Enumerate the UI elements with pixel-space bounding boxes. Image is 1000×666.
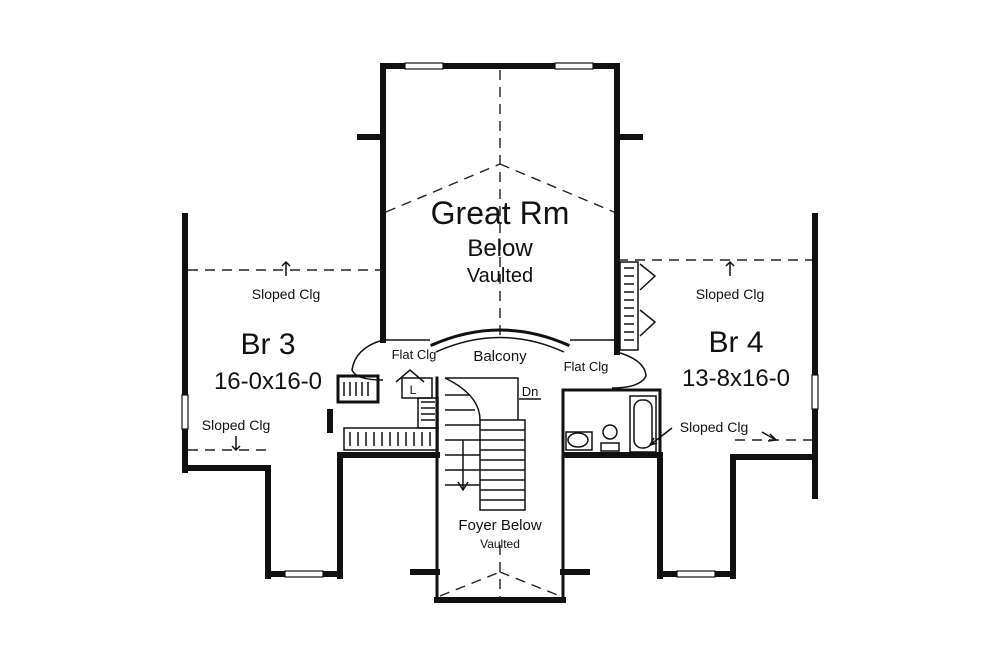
great-room-name: Great Rm: [431, 195, 570, 231]
great-room-below: Below: [467, 235, 533, 262]
great-room-vault-lines: [383, 70, 617, 341]
linen-label: L: [410, 383, 417, 397]
br3-size: 16-0x16-0: [214, 368, 322, 395]
flat-clg-left-label: Flat Clg: [392, 347, 437, 362]
great-room-vaulted: Vaulted: [467, 265, 533, 287]
bathroom: [561, 388, 662, 457]
flat-ceiling-nooks: [351, 339, 647, 399]
stair-down-label: Dn: [522, 384, 539, 399]
br4-size: 13-8x16-0: [682, 365, 790, 392]
br4-ceiling-bottom: Sloped Clg: [680, 419, 749, 435]
foyer-vaulted-label: Vaulted: [480, 537, 520, 551]
br3-ceiling-top: Sloped Clg: [252, 286, 321, 302]
staircase: [410, 376, 590, 603]
closet-left: [336, 374, 439, 451]
closet-right: [619, 261, 657, 351]
balcony-label: Balcony: [473, 348, 527, 365]
bedroom-3-walls: [181, 213, 440, 579]
bedroom-4-walls: [562, 213, 819, 579]
foyer-label: Foyer Below: [458, 517, 542, 534]
balcony-railing: [430, 328, 570, 353]
br4-ceiling-top: Sloped Clg: [696, 286, 765, 302]
flat-clg-right-label: Flat Clg: [564, 359, 609, 374]
br3-name: Br 3: [240, 328, 295, 361]
br3-ceiling-bottom: Sloped Clg: [202, 417, 271, 433]
great-room-walls: [357, 62, 643, 355]
br4-name: Br 4: [708, 326, 763, 359]
